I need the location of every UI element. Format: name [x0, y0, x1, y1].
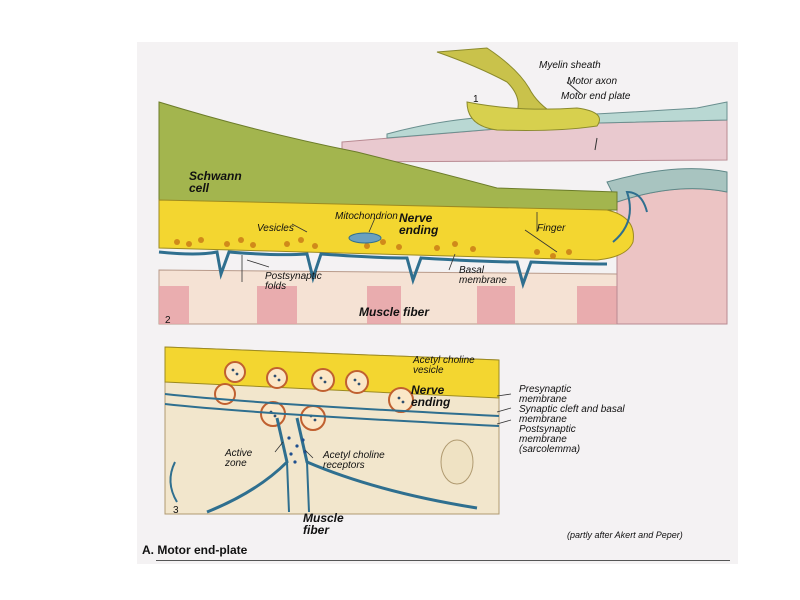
label-myelin-sheath: Myelin sheath	[539, 60, 601, 71]
label-acetyl-choline-vesicle: Acetyl choline vesicle	[413, 355, 475, 376]
label-muscle-fiber-2: Muscle fiber	[359, 305, 430, 319]
panel-number-1: 1	[473, 94, 479, 105]
label-active-zone: Active zone	[225, 448, 253, 469]
label-motor-end-plate: Motor end plate	[561, 91, 631, 102]
label-schwann-cell: Schwann cell	[189, 169, 242, 195]
label-nerve-ending-2: Nerve ending	[399, 211, 439, 237]
panel-1-illustration	[341, 47, 728, 163]
label-postsynaptic-membrane: Postsynaptic membrane (sarcolemma)	[519, 424, 581, 455]
label-nerve-ending-3: Nerve ending	[411, 383, 451, 409]
figure-caption: A. Motor end-plate	[142, 543, 248, 557]
figure-credit: (partly after Akert and Peper)	[567, 530, 683, 540]
label-finger: Finger	[537, 223, 566, 234]
label-muscle-fiber-3: Muscle fiber	[303, 511, 344, 537]
panel-3-illustration	[164, 346, 512, 515]
panel-number-2: 2	[165, 315, 171, 326]
figure-panel: 1 2 3 Myelin sheath Motor axon Motor end…	[137, 42, 738, 564]
label-basal-membrane: Basal membrane	[459, 265, 507, 286]
label-presynaptic-membrane: Presynaptic membrane	[519, 384, 572, 405]
label-motor-axon: Motor axon	[567, 76, 618, 87]
label-mitochondrion: Mitochondrion	[335, 211, 398, 222]
panel-number-3: 3	[173, 505, 179, 516]
label-vesicles: Vesicles	[257, 223, 294, 234]
label-postsynaptic-folds: Postsynaptic folds	[265, 271, 322, 292]
label-synaptic-cleft: Synaptic cleft and basal membrane	[519, 404, 625, 425]
caption-divider	[156, 560, 730, 561]
panel-2-illustration	[158, 101, 728, 325]
label-acetyl-choline-receptors: Acetyl choline receptors	[323, 450, 385, 471]
motor-end-plate-illustration	[158, 47, 728, 515]
